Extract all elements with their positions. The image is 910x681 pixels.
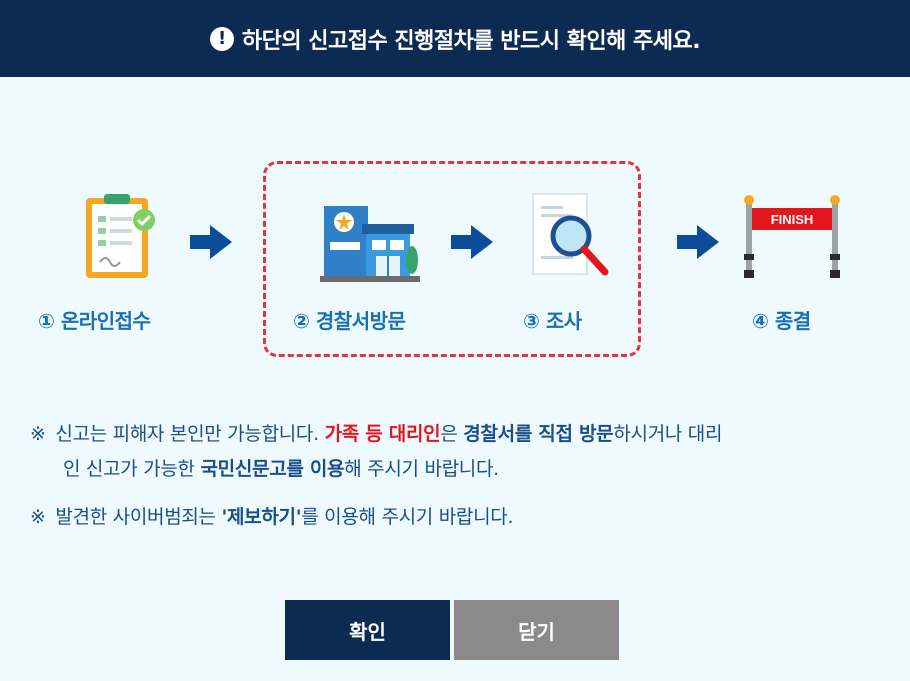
exclamation-icon: !	[209, 26, 234, 51]
arrow-right-icon	[451, 225, 493, 259]
arrow-right-icon	[190, 225, 232, 259]
notice-line-1: ※ 신고는 피해자 본인만 가능합니다. 가족 등 대리인은 경찰서를 직접 방…	[30, 417, 722, 452]
notice-mark: ※	[30, 423, 46, 445]
notice-highlight-bold: 국민신문고를 이용	[200, 458, 345, 480]
step-label-closure: ④ 종결	[752, 309, 811, 333]
police-station-icon	[320, 206, 420, 282]
dialog-header: ! 하단의 신고접수 진행절차를 반드시 확인해 주세요.	[0, 0, 910, 77]
finish-banner-text: FINISH	[771, 212, 814, 227]
notice-text: 신고는 피해자 본인만 가능합니다.	[55, 423, 325, 445]
notice-text: 를 이용해 주시기 바랍니다.	[301, 506, 514, 528]
notice-line-1-cont: 인 신고가 가능한 국민신문고를 이용해 주시기 바랍니다.	[63, 452, 499, 487]
notice-text: 하시거나 대리	[613, 423, 723, 445]
notice-text: 은	[440, 423, 464, 445]
notice-highlight-red: 가족 등 대리인	[324, 423, 441, 445]
finish-line-icon: FINISH	[744, 195, 840, 278]
notice-highlight-bold: '제보하기'	[221, 506, 302, 528]
highlight-dashed-box	[263, 161, 641, 357]
step-label-police-visit: ② 경찰서방문	[293, 309, 406, 333]
notice-highlight-bold: 경찰서를 직접 방문	[463, 423, 614, 445]
notice-text: 해 주시기 바랍니다.	[344, 458, 499, 480]
notice-line-2: ※ 발견한 사이버범죄는 '제보하기'를 이용해 주시기 바랍니다.	[30, 500, 514, 535]
dialog-title: 하단의 신고접수 진행절차를 반드시 확인해 주세요.	[241, 28, 701, 54]
arrow-right-icon	[677, 225, 719, 259]
clipboard-check-icon	[86, 194, 155, 278]
notice-mark: ※	[30, 506, 46, 528]
notice-text: 인 신고가 가능한	[63, 458, 201, 480]
close-button[interactable]: 닫기	[454, 600, 619, 660]
confirm-button[interactable]: 확인	[285, 600, 450, 660]
magnifier-document-icon	[532, 193, 609, 276]
notice-text: 발견한 사이버범죄는	[55, 506, 222, 528]
step-label-investigation: ③ 조사	[523, 309, 582, 333]
step-label-online: ① 온라인접수	[38, 309, 151, 333]
